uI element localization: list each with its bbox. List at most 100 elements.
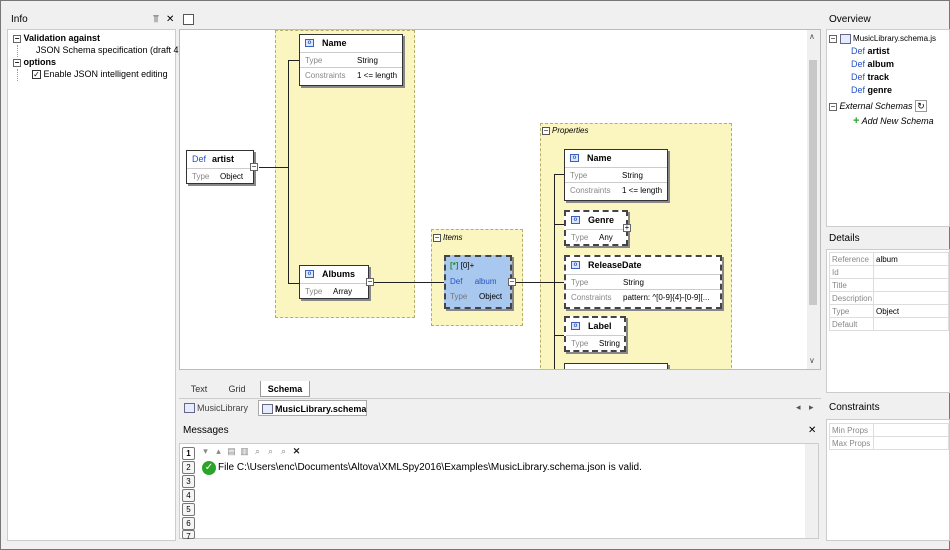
messages-scrollbar[interactable]	[805, 444, 818, 538]
constraints-title-text: Constraints	[829, 402, 880, 413]
find-next-icon[interactable]: ⌕	[267, 446, 274, 456]
collapse-icon[interactable]: −	[829, 33, 837, 43]
type-label: Type	[571, 339, 589, 348]
scroll-right-icon[interactable]: ›	[797, 369, 800, 370]
messages-content: ▾▴▤▥⌕⌕⌕✕ ✓ File C:\Users\enc\Documents\A…	[179, 443, 819, 539]
scroll-up-icon[interactable]: ∧	[809, 32, 815, 41]
tab-text[interactable]: Text	[190, 384, 208, 394]
message-tab-3[interactable]: 3	[182, 475, 195, 488]
add-new-schema[interactable]: + Add New Schema	[829, 115, 936, 128]
scroll-down-icon[interactable]: ∨	[809, 356, 815, 365]
collapse-icon[interactable]: −	[508, 277, 516, 286]
refresh-icon[interactable]: ↻	[915, 100, 928, 112]
collapse-icon[interactable]: −	[433, 232, 441, 242]
node-name: Albums	[322, 269, 356, 279]
collapse-icon[interactable]: −	[829, 101, 837, 111]
collapse-icon[interactable]: −	[13, 57, 21, 67]
overview-file[interactable]: − MusicLibrary.schema.js	[829, 33, 936, 46]
type-value: Any	[599, 233, 613, 242]
track-property-node[interactable]	[564, 363, 668, 369]
add-label: Add New Schema	[861, 116, 934, 126]
next-icon[interactable]: ▾	[203, 446, 208, 456]
clear-icon[interactable]: ✕	[292, 446, 301, 456]
horizontal-scrollbar[interactable]: ‹ ›	[180, 369, 807, 370]
message-tab-1[interactable]: 1	[182, 447, 195, 460]
message-tab-2[interactable]: 2	[182, 461, 195, 474]
add-icon: +	[853, 115, 860, 127]
tree-item-options[interactable]: − options	[13, 57, 182, 69]
constraints-value: 1 <= length	[357, 71, 398, 80]
array-item-icon: [*]	[450, 261, 459, 270]
message-tab-5[interactable]: 5	[182, 503, 195, 516]
type-label: Type	[305, 287, 323, 296]
tree-item-validation[interactable]: − Validation against	[13, 33, 182, 45]
checkbox-checked[interactable]: ✓	[32, 70, 41, 80]
message-tab-6[interactable]: 6	[182, 517, 195, 530]
expand-icon[interactable]: +	[623, 223, 631, 232]
details-row: Id	[829, 265, 949, 279]
close-icon[interactable]: ✕	[808, 425, 817, 436]
copy-icon[interactable]: ▤	[227, 446, 236, 456]
overview-title-text: Overview	[829, 14, 871, 25]
external-schemas[interactable]: − External Schemas ↻	[829, 100, 936, 115]
info-pane-title: Info ⫪ ✕	[6, 11, 176, 29]
type-label: Type	[571, 233, 589, 242]
scrollbar-thumb[interactable]	[809, 60, 817, 305]
type-label: Type	[192, 172, 210, 181]
validation-label: Validation against	[23, 33, 101, 43]
connector	[259, 167, 289, 168]
connector	[288, 60, 300, 61]
overview-def-album[interactable]: Def album	[851, 59, 895, 69]
validation-message[interactable]: File C:\Users\enc\Documents\Altova\XMLSp…	[218, 462, 642, 473]
message-tab-7[interactable]: 7	[182, 530, 195, 541]
message-tab-4[interactable]: 4	[182, 489, 195, 502]
scroll-left-icon[interactable]: ‹	[184, 369, 187, 370]
details-row: Description	[829, 291, 949, 305]
find-icon[interactable]: ⌕	[254, 446, 261, 456]
prev-icon[interactable]: ▴	[216, 446, 221, 456]
collapse-icon[interactable]: −	[366, 277, 374, 286]
constraints-row: Min Props	[829, 423, 949, 437]
close-icon[interactable]: ✕	[166, 14, 175, 25]
tab-schema[interactable]: Schema	[260, 381, 310, 397]
overview-def-genre[interactable]: Def genre	[851, 85, 893, 95]
pin-icon[interactable]: ⫪	[153, 14, 159, 25]
tab-musiclibrary[interactable]: MusicLibrary	[181, 400, 256, 416]
tab-grid[interactable]: Grid	[228, 384, 246, 394]
vertical-scrollbar[interactable]: ∧ ∨	[807, 30, 820, 369]
node-name: Label	[588, 321, 612, 331]
details-row: Default	[829, 317, 949, 331]
display-options-icon[interactable]	[183, 14, 194, 25]
connector	[554, 335, 564, 336]
diagram-toolbar	[179, 11, 821, 29]
tab-label: MusicLibrary.schema	[275, 404, 367, 414]
tab-scroll-left-icon[interactable]: ◂	[796, 402, 801, 412]
items-label: −Items	[433, 232, 463, 242]
item-index: [0]+	[460, 261, 475, 270]
tab-label: MusicLibrary	[197, 403, 249, 413]
tab-musiclibrary-schema[interactable]: MusicLibrary.schema	[258, 400, 367, 416]
tree-item-intelligent: ✓ Enable JSON intelligent editing	[17, 69, 182, 81]
find-prev-icon[interactable]: ⌕	[280, 446, 287, 456]
type-label: Type	[571, 278, 589, 287]
collapse-icon[interactable]: −	[13, 33, 21, 43]
connector	[554, 174, 564, 175]
copy-all-icon[interactable]: ▥	[240, 446, 249, 456]
tab-scroll-right-icon[interactable]: ▸	[809, 402, 814, 412]
overview-def-track[interactable]: Def track	[851, 72, 890, 82]
collapse-icon[interactable]: −	[250, 162, 258, 171]
details-title: Details	[824, 230, 950, 248]
constraints-value: pattern: ^[0-9]{4}-[0-9][...	[623, 293, 710, 302]
schema-file-icon	[839, 33, 851, 44]
overview-def-artist[interactable]: Def artist	[851, 46, 890, 56]
collapse-icon[interactable]: −	[542, 125, 550, 135]
